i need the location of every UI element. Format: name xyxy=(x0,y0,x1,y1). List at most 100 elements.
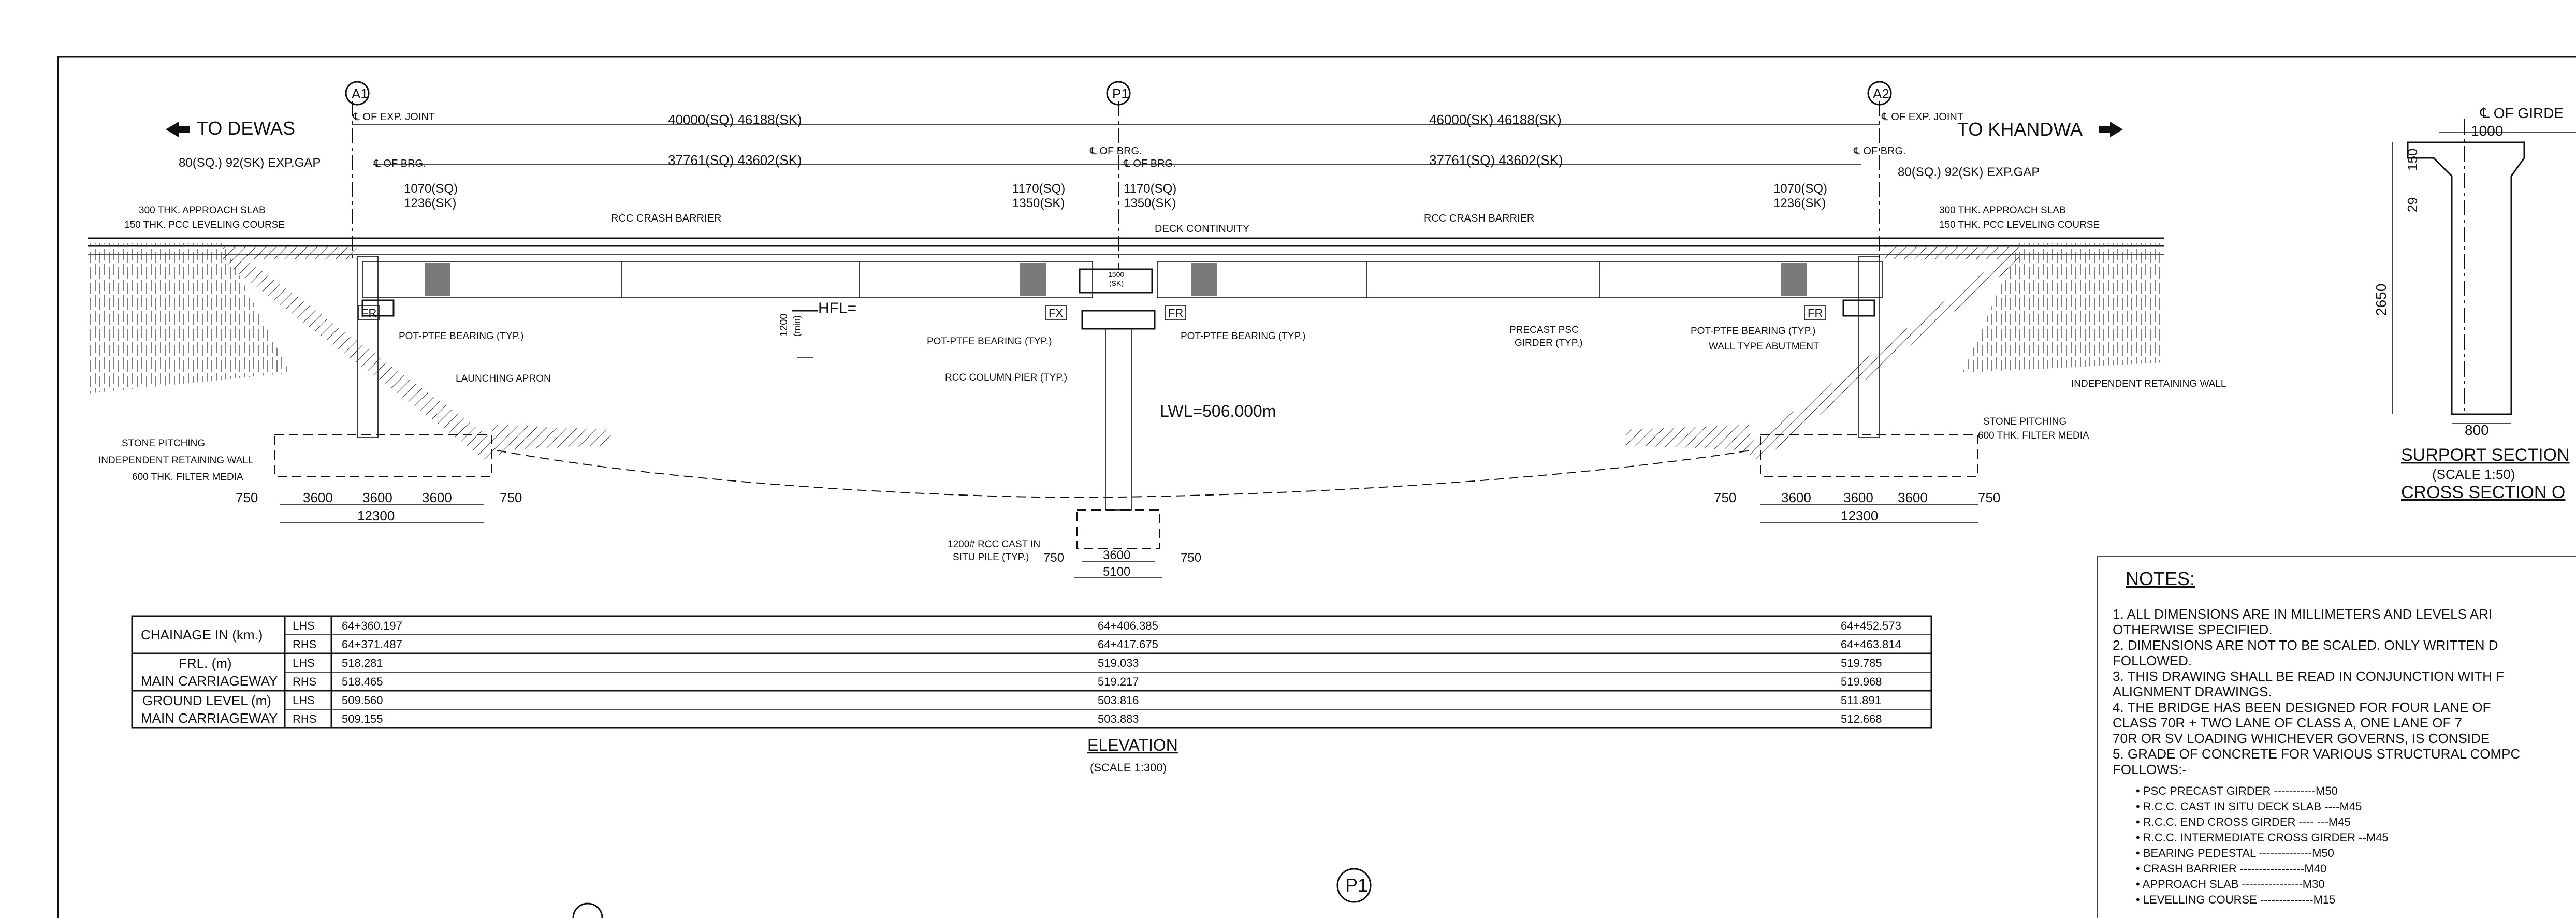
pier-dim-3600: 3600 xyxy=(1103,548,1130,562)
cell-a2: 511.891 xyxy=(1841,694,1881,707)
notes-panel: NOTES: 1. ALL DIMENSIONS ARE IN MILLIMET… xyxy=(2097,556,2576,918)
cell-a1: 509.155 xyxy=(342,712,383,725)
cell-a1: 518.465 xyxy=(342,675,383,688)
row-side: LHS xyxy=(293,694,315,707)
dim-1350-a: 1350(SK) xyxy=(1012,196,1065,210)
cell-a1: 509.560 xyxy=(342,694,383,707)
cell-a1: 64+360.197 xyxy=(342,619,402,632)
grade-item: • PSC PRECAST GIRDER -----------M50 xyxy=(2136,784,2338,797)
dim-1170-b: 1170(SQ) xyxy=(1124,182,1176,196)
bearing-label-right: POT-PTFE BEARING (TYP.) xyxy=(1691,326,1815,337)
section-dim-2650: 2650 xyxy=(2373,284,2389,316)
section-dim-29: 29 xyxy=(2405,197,2420,212)
cell-p1: 519.033 xyxy=(1098,657,1139,669)
left-dim-3600-c: 3600 xyxy=(422,490,452,505)
cell-a2: 519.785 xyxy=(1841,657,1882,669)
elevation-drawing xyxy=(88,81,2164,918)
table-row: MAIN CARRIAGEWAY RHS 509.155 503.883 512… xyxy=(141,710,1882,726)
row-label-carriageway-2: MAIN CARRIAGEWAY xyxy=(141,710,278,726)
grade-item: • R.C.C. INTERMEDIATE CROSS GIRDER --M45 xyxy=(2136,831,2389,844)
left-dim-12300: 12300 xyxy=(357,508,395,523)
grade-item: • CRASH BARRIER -----------------M40 xyxy=(2136,862,2326,875)
cell-a2: 512.668 xyxy=(1841,712,1882,725)
elevation-title: ELEVATION xyxy=(1087,736,1178,754)
retaining-wall-left: INDEPENDENT RETAINING WALL xyxy=(98,455,253,466)
cell-p1: 503.883 xyxy=(1098,712,1139,725)
fr-tag-right: FR xyxy=(1808,307,1823,319)
leveling-course-left: 150 THK. PCC LEVELING COURSE xyxy=(124,220,285,230)
notes-title: NOTES: xyxy=(2126,568,2195,589)
row-label-chainage: CHAINAGE IN (km.) xyxy=(141,627,263,643)
row-side: RHS xyxy=(293,638,316,651)
hfl-dim: 1200 xyxy=(778,314,790,337)
brg-right: ℄ OF BRG. xyxy=(1853,145,1906,157)
deck-continuity: DECK CONTINUITY xyxy=(1155,223,1249,235)
dim-1236-right: 1236(SK) xyxy=(1773,196,1826,210)
note-line: 4. THE BRIDGE HAS BEEN DESIGNED FOR FOUR… xyxy=(2113,700,2491,715)
pier-p1-plan-tag: P1 xyxy=(1345,875,1368,896)
cell-p1: 64+406.385 xyxy=(1098,619,1158,632)
cell-a2: 64+452.573 xyxy=(1841,619,1901,632)
span1-length: 40000(SQ) 46188(SK) xyxy=(668,112,802,127)
cell-p1: 519.217 xyxy=(1098,675,1139,688)
brg-span2: 37761(SQ) 43602(SK) xyxy=(1429,152,1563,168)
to-khandwa-label: TO KHANDWA xyxy=(1957,119,2083,140)
bearing-label-left: POT-PTFE BEARING (TYP.) xyxy=(399,331,523,342)
sheet-border xyxy=(57,56,2576,918)
dim-1170-a: 1170(SQ) xyxy=(1012,182,1065,196)
to-dewas-label: TO DEWAS xyxy=(197,118,295,139)
cell-p1: 503.816 xyxy=(1098,694,1139,707)
approach-slab-left: 300 THK. APPROACH SLAB xyxy=(139,205,266,216)
row-side: LHS xyxy=(293,619,315,632)
row-side: RHS xyxy=(293,712,316,725)
row-label-frl: FRL. (m) xyxy=(179,655,232,671)
dim-1236-left: 1236(SK) xyxy=(404,196,456,210)
note-line: 2. DIMENSIONS ARE NOT TO BE SCALED. ONLY… xyxy=(2113,637,2498,653)
note-line: 1. ALL DIMENSIONS ARE IN MILLIMETERS AND… xyxy=(2113,606,2492,622)
row-side: RHS xyxy=(293,675,316,688)
cell-a1: 518.281 xyxy=(342,657,383,669)
column-pier-label: RCC COLUMN PIER (TYP.) xyxy=(945,372,1067,383)
stone-pitching-right: STONE PITCHING xyxy=(1983,416,2066,427)
left-dim-750-a: 750 xyxy=(236,490,258,505)
hfl-min: (min) xyxy=(792,315,802,337)
approach-slab-right: 300 THK. APPROACH SLAB xyxy=(1939,205,2066,216)
pier-dim-1500: 1500 xyxy=(1108,270,1124,279)
right-dim-12300: 12300 xyxy=(1841,508,1878,523)
girder-label-1: PRECAST PSC xyxy=(1509,325,1579,336)
cell-a2: 64+463.814 xyxy=(1841,638,1901,651)
lwl-label: LWL=506.000m xyxy=(1160,402,1276,420)
fr-tag-p1: FR xyxy=(1168,307,1183,319)
retaining-wall-right: INDEPENDENT RETAINING WALL xyxy=(2071,378,2226,389)
leveling-course-right: 150 THK. PCC LEVELING COURSE xyxy=(1939,220,2100,230)
right-dim-3600-b: 3600 xyxy=(1843,490,1873,505)
pile-label-1: 1200# RCC CAST IN xyxy=(948,539,1040,550)
crash-barrier-right: RCC CRASH BARRIER xyxy=(1424,213,1534,224)
section-dim-150: 150 xyxy=(2405,149,2420,171)
girder-label-2: GIRDER (TYP.) xyxy=(1515,338,1583,348)
right-dim-3600-c: 3600 xyxy=(1898,490,1928,505)
pier-p1-tag: P1 xyxy=(1112,86,1129,101)
grade-item: • LEVELLING COURSE --------------M15 xyxy=(2136,893,2335,906)
note-line: 5. GRADE OF CONCRETE FOR VARIOUS STRUCTU… xyxy=(2113,746,2520,762)
left-dim-3600-a: 3600 xyxy=(303,490,333,505)
note-line: ALIGNMENT DRAWINGS. xyxy=(2113,684,2272,700)
row-label-ground: GROUND LEVEL (m) xyxy=(142,693,271,708)
note-line: FOLLOWS:- xyxy=(2113,762,2187,777)
support-section-title: SURPORT SECTION xyxy=(2401,445,2570,465)
table-row: FRL. (m) LHS 518.281 519.033 519.785 xyxy=(179,655,1882,671)
section-width-bottom: 800 xyxy=(2465,422,2489,438)
cross-section-title: CROSS SECTION O xyxy=(2401,483,2565,502)
note-line: CLASS 70R + TWO LANE OF CLASS A, ONE LAN… xyxy=(2113,715,2462,731)
note-line: 3. THIS DRAWING SHALL BE READ IN CONJUNC… xyxy=(2113,668,2504,684)
row-label-carriageway-1: MAIN CARRIAGEWAY xyxy=(141,673,278,689)
pile-label-2: SITU PILE (TYP.) xyxy=(953,552,1029,563)
filter-media-left: 600 THK. FILTER MEDIA xyxy=(132,472,243,483)
support-section-scale: (SCALE 1:50) xyxy=(2432,467,2515,482)
pier-dim-750-a: 750 xyxy=(1043,551,1064,565)
span2-length: 46000(SK) 46188(SK) xyxy=(1429,112,1562,127)
table-row: GROUND LEVEL (m) LHS 509.560 503.816 511… xyxy=(142,693,1881,708)
dim-1070-right: 1070(SQ) xyxy=(1773,182,1827,196)
wall-abutment: WALL TYPE ABUTMENT xyxy=(1709,341,1820,352)
